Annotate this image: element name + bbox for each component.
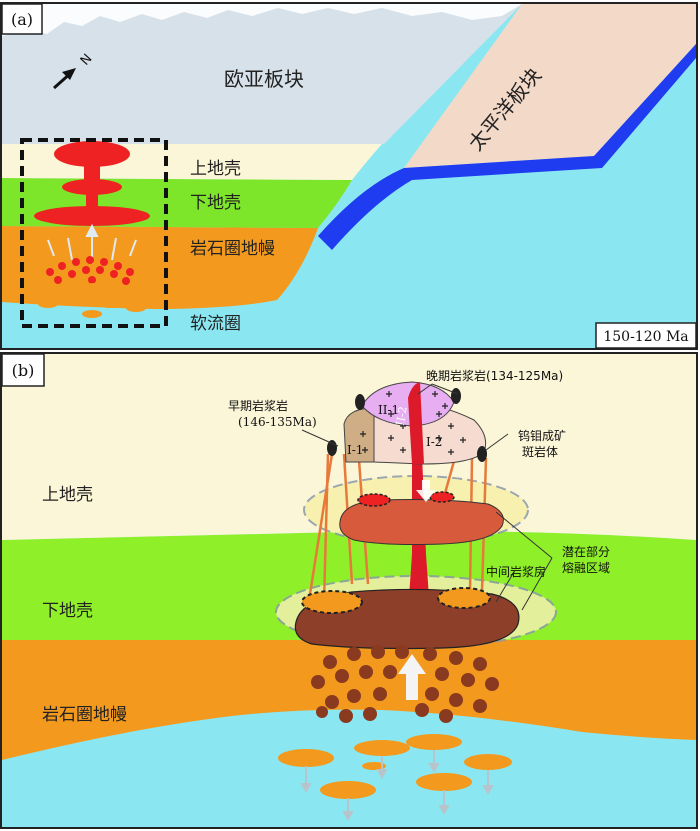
late-pluton-II-2 <box>408 382 424 464</box>
age-label: 150-120 Ma <box>603 329 688 345</box>
magma-conduit-upper <box>84 162 100 184</box>
leader-lines <box>301 383 553 611</box>
melt-zone-label-1: 潜在部分 <box>562 544 610 559</box>
asthenosphere-blobs-b <box>278 734 512 799</box>
panel-b-label: (b) <box>12 361 35 380</box>
lower-right-melt-pod <box>437 587 491 609</box>
north-arrow-icon <box>53 68 76 90</box>
panel-b-diagram: I-1 I-2 II-1 II-2 <box>2 354 696 827</box>
label-II-2: II-2 <box>394 405 410 426</box>
upper-magma-chamber-b <box>339 499 504 545</box>
panel-a: N 欧亚板块 太平洋板块 上地壳 下地壳 岩石圈地幔 软流圈 150-120 M… <box>0 2 698 350</box>
lower-magma-chamber <box>34 206 150 226</box>
melt-zone-label-2: 熔融区域 <box>562 560 610 575</box>
chamber-rise-arrow <box>416 480 436 502</box>
magma-conduit-lower <box>86 192 98 210</box>
upper-crust-label-a: 上地壳 <box>190 159 241 179</box>
panel-b-label-box <box>2 354 45 387</box>
lithospheric-mantle-label-b: 岩石圈地幔 <box>42 705 127 725</box>
eurasian-plate-surface <box>2 4 522 144</box>
rising-arrows <box>47 223 137 262</box>
panel-a-label: (a) <box>11 10 33 29</box>
age-box <box>595 322 696 348</box>
porphyry-label-2: 斑岩体 <box>522 444 558 459</box>
lower-crust-label-a: 下地壳 <box>190 193 241 213</box>
porphyry-label-1: 钨钼成矿 <box>518 428 566 443</box>
panel-a-diagram: N 欧亚板块 太平洋板块 上地壳 下地壳 岩石圈地幔 软流圈 150-120 M… <box>2 4 696 348</box>
asthenosphere-label-a: 软流圈 <box>190 314 241 334</box>
lithospheric-mantle-layer <box>2 226 318 309</box>
early-magma-label-2: (146-135Ma) <box>238 415 317 429</box>
label-I-2: I-2 <box>426 435 442 449</box>
upper-magma-chamber <box>54 141 130 167</box>
mantle-melt-droplets <box>311 645 499 723</box>
focus-box <box>20 138 168 328</box>
late-magma-label: 晚期岩浆岩(134-125Ma) <box>426 368 563 383</box>
upper-left-melt-pod <box>357 493 391 507</box>
label-II-1: II-1 <box>378 403 399 417</box>
lower-left-melt-pod <box>301 590 363 614</box>
asthenosphere-melt-blobs <box>38 283 146 318</box>
lower-crust-label-b: 下地壳 <box>42 601 93 621</box>
panel-a-label-box <box>2 4 43 35</box>
melt-droplets <box>46 256 134 285</box>
label-I-1: I-1 <box>347 443 363 457</box>
lithospheric-mantle-label-a: 岩石圈地幔 <box>190 239 275 259</box>
mountain-ridge <box>2 4 522 36</box>
eurasian-plate-label: 欧亚板块 <box>224 67 304 91</box>
panel-b: I-1 I-2 II-1 II-2 <box>0 352 698 829</box>
sinking-arrows <box>300 750 494 822</box>
granite-texture <box>360 391 466 455</box>
magma-chamber-label: 中间岩浆房 <box>486 564 546 579</box>
middle-magma-chamber <box>62 179 122 195</box>
early-magma-label-1: 早期岩浆岩 <box>228 398 288 413</box>
upper-right-melt-pod <box>429 491 455 503</box>
mantle-rise-arrow <box>398 654 426 700</box>
pacific-plate-surface <box>404 4 696 168</box>
upper-crust-label-b: 上地壳 <box>42 485 93 505</box>
